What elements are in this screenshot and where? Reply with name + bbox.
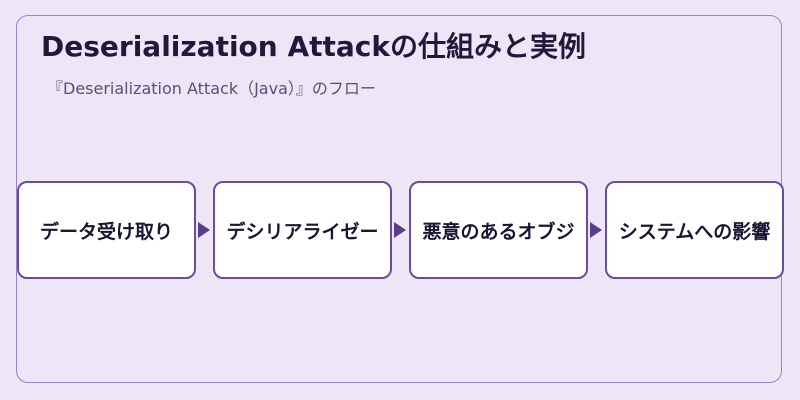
diagram-title: Deserialization Attackの仕組みと実例 (41, 30, 587, 63)
flow-arrow-icon (394, 222, 406, 238)
flow-step-label: データ受け取り (39, 220, 173, 243)
flow-arrow-icon (590, 222, 602, 238)
flow-step-label: システムへの影響 (618, 220, 771, 243)
flow-step-deserialization: デシリアライゼー (213, 181, 392, 279)
flow-step-receive-data: データ受け取り (17, 181, 196, 279)
flow-arrow-icon (198, 222, 210, 238)
flow-step-system-impact: システムへの影響 (605, 181, 784, 279)
flow-step-label: デシリアライゼー (226, 220, 379, 243)
flow-step-label: 悪意のあるオブジ (422, 220, 575, 243)
diagram-subtitle: 『Deserialization Attack（Java）』のフロー (47, 79, 376, 98)
flow-step-malicious-object: 悪意のあるオブジ (409, 181, 588, 279)
